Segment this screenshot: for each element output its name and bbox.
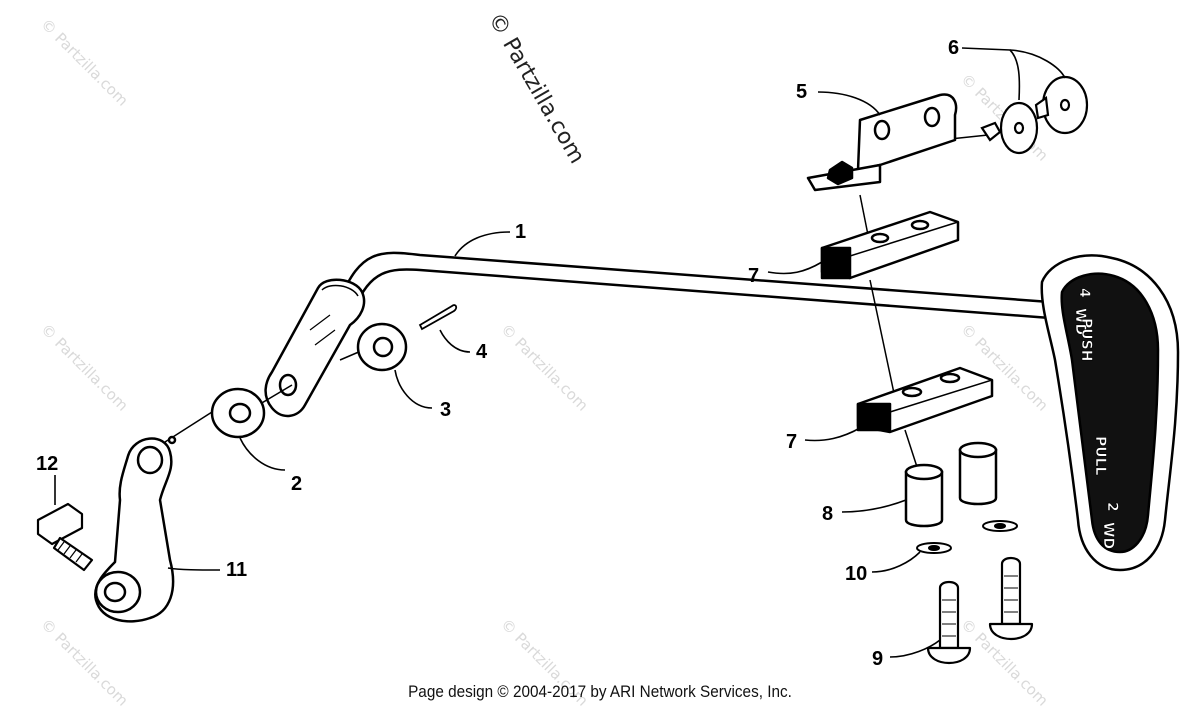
- spacers-part-8: [904, 441, 998, 528]
- shift-arm-part-11: [94, 435, 177, 623]
- cotter-pin-part-4: [418, 304, 458, 331]
- mount-block-lower-part-7: [856, 366, 994, 434]
- callout-9: 9: [872, 648, 883, 670]
- callout-3: 3: [440, 399, 451, 421]
- mount-block-upper-part-7: [820, 210, 960, 280]
- screws-part-9: [926, 556, 1034, 665]
- copyright-watermark: © Partzilla.com: [483, 9, 590, 169]
- callout-4: 4: [476, 341, 488, 363]
- watermark: © Partzilla.com: [37, 320, 132, 415]
- rod-lever: [264, 278, 366, 418]
- pedal-label-top-sub: WD: [1072, 308, 1088, 335]
- shift-pedal: 4 WD PUSH PULL 2 WD: [1040, 254, 1180, 572]
- callout-8: 8: [822, 503, 833, 525]
- callout-2: 2: [291, 473, 302, 495]
- callout-6: 6: [948, 37, 959, 59]
- pedal-label-push: PUSH: [1078, 318, 1094, 361]
- callout-10: 10: [845, 563, 867, 585]
- watermark: © Partzilla.com: [37, 15, 132, 110]
- washers-part-10: [916, 520, 1018, 554]
- pedal-label-top: 4: [1076, 288, 1092, 298]
- watermark: © Partzilla.com: [497, 320, 592, 415]
- bracket-part-5: [806, 93, 958, 192]
- pedal-label-bottom: 2: [1104, 502, 1120, 512]
- callout-1: 1: [515, 221, 526, 243]
- pedal-label-pull: PULL: [1092, 436, 1108, 476]
- leader-lines: [54, 47, 1066, 658]
- callout-labels: 1 2 3 4 5 6 7 7 8 9 10 11 12: [36, 37, 959, 670]
- page-footer: Page design © 2004-2017 by ARI Network S…: [408, 682, 792, 701]
- callout-12: 12: [36, 453, 58, 475]
- washer-part-2: [210, 387, 266, 439]
- washer-part-3: [356, 322, 408, 372]
- callout-7-upper: 7: [748, 265, 759, 287]
- bolt-part-12: [36, 502, 94, 572]
- pedal-label-bottom-sub: WD: [1100, 522, 1116, 549]
- callout-11: 11: [226, 559, 247, 581]
- washers-part-6: [980, 75, 1089, 155]
- callout-7-lower: 7: [786, 431, 797, 453]
- callout-5: 5: [796, 81, 807, 103]
